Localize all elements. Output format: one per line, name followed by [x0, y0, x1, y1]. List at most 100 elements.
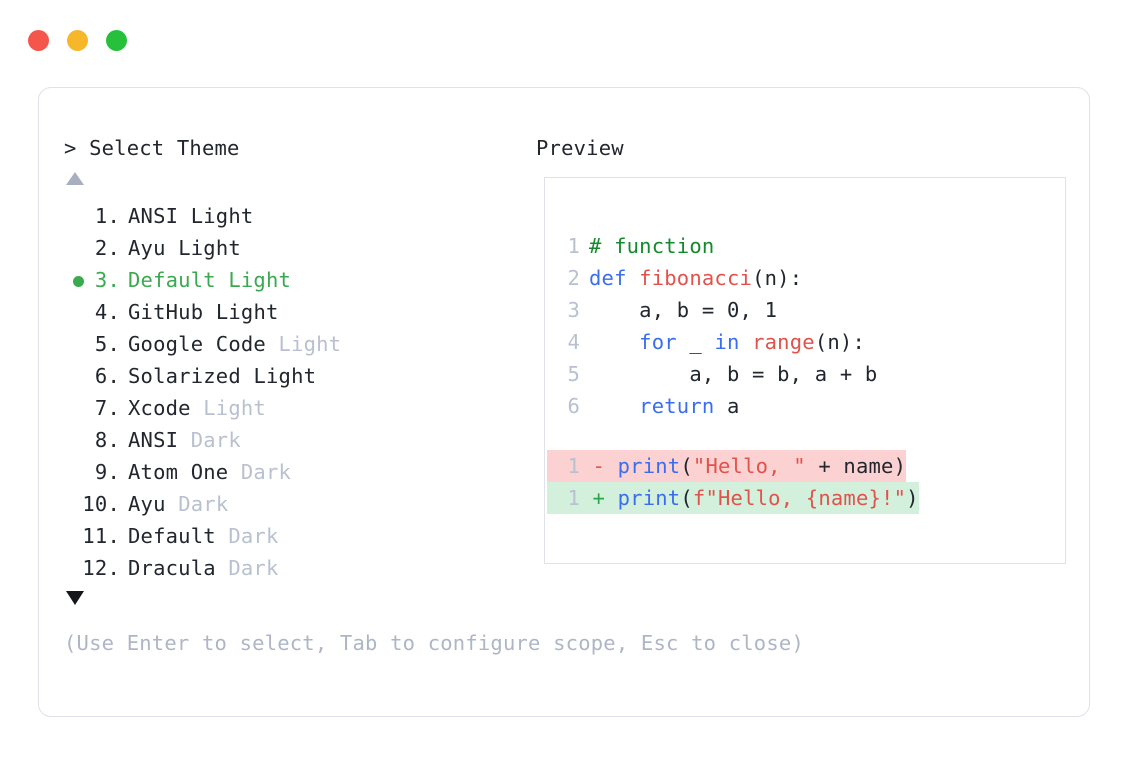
line-number: 5: [567, 362, 580, 386]
code-line-text: a, b = 0, 1: [580, 298, 777, 322]
theme-item-spacer: [216, 268, 229, 292]
theme-item-spacer: [241, 364, 254, 388]
code-line: 6 return a: [558, 390, 1061, 422]
theme-item-variant: Dark: [228, 524, 279, 548]
theme-list-item[interactable]: 1.ANSI Light: [64, 200, 519, 232]
diff-marker-gap-2: [605, 454, 618, 478]
window-controls: [28, 30, 127, 51]
theme-item-index: 12.: [82, 556, 120, 580]
theme-item-index: 8.: [94, 428, 120, 452]
code-token: # function: [589, 234, 715, 258]
code-token: range: [752, 330, 815, 354]
scroll-down-icon[interactable]: [66, 591, 84, 605]
code-token: _: [676, 330, 715, 354]
theme-item-index: 2.: [94, 236, 120, 260]
line-number: 3: [567, 298, 580, 322]
theme-list-item[interactable]: 5.Google Code Light: [64, 328, 519, 360]
code-token: "Hello, ": [692, 454, 806, 478]
code-line: 1# function: [558, 230, 1061, 262]
code-line-text: # function: [580, 234, 714, 258]
theme-item-variant: Dark: [178, 492, 229, 516]
theme-list-item[interactable]: 3.Default Light: [64, 264, 519, 296]
close-window-button[interactable]: [28, 30, 49, 51]
line-number: 1: [567, 454, 580, 478]
theme-item-spacer: [216, 556, 229, 580]
theme-item-name: Solarized: [128, 364, 241, 388]
theme-list-item[interactable]: 10.Ayu Dark: [64, 488, 519, 520]
theme-item-spacer: [166, 492, 179, 516]
theme-item-index: 5.: [94, 332, 120, 356]
code-token: ): [906, 486, 919, 510]
theme-list-item[interactable]: 6. Solarized Light: [64, 360, 519, 392]
code-token: return: [639, 394, 715, 418]
theme-item-name: Default: [128, 268, 216, 292]
code-token: a, b = b, a + b: [589, 362, 878, 386]
theme-item-name: Default: [128, 524, 216, 548]
diff-marker-gap-2: [605, 486, 618, 510]
theme-item-variant: Light: [253, 364, 317, 388]
theme-item-spacer: [178, 428, 191, 452]
theme-list-item[interactable]: 11. Default Dark: [64, 520, 519, 552]
theme-item-variant: Light: [215, 300, 279, 324]
code-token: + name): [805, 454, 907, 478]
keyboard-hint: (Use Enter to select, Tab to configure s…: [64, 631, 804, 655]
theme-item-spacer: [166, 236, 179, 260]
theme-item-index: 7.: [94, 396, 120, 420]
theme-item-spacer: [191, 396, 204, 420]
code-token: def: [589, 266, 640, 290]
code-token: a: [714, 394, 740, 418]
theme-item-variant: Dark: [240, 460, 292, 484]
diff-line-removed: 1 - print("Hello, " + name): [547, 450, 907, 482]
theme-list-item[interactable]: 12.Dracula Dark: [64, 552, 519, 584]
theme-item-variant: Light: [228, 268, 292, 292]
theme-list-item[interactable]: 8.ANSI Dark: [64, 424, 519, 456]
diff-marker: +: [592, 486, 606, 510]
maximize-window-button[interactable]: [106, 30, 127, 51]
code-token: (: [680, 454, 693, 478]
selected-bullet-icon: [73, 276, 84, 287]
diff-marker-gap: [580, 486, 593, 510]
theme-list-item[interactable]: 4.GitHub Light: [64, 296, 519, 328]
minimize-window-button[interactable]: [67, 30, 88, 51]
page-title: > Select Theme: [64, 136, 240, 160]
scroll-up-icon[interactable]: [66, 172, 84, 185]
theme-list-item[interactable]: 2.Ayu Light: [64, 232, 519, 264]
prompt-marker: >: [64, 136, 90, 160]
theme-item-name: GitHub: [128, 300, 204, 324]
theme-list-item[interactable]: 9.Atom One Dark: [64, 456, 519, 488]
code-token: print: [617, 454, 681, 478]
theme-list-item[interactable]: 7.Xcode Light: [64, 392, 519, 424]
code-line-text: return a: [580, 394, 740, 418]
line-number: 1: [567, 486, 580, 510]
code-token: [740, 330, 753, 354]
code-token: (n):: [752, 266, 803, 290]
theme-item-index: 10.: [82, 492, 120, 516]
diff-line-text: print(f"Hello, {name}!"): [618, 486, 919, 510]
code-line-text: def fibonacci(n):: [580, 266, 802, 290]
theme-item-index: 6.: [94, 364, 120, 388]
line-number: 4: [567, 330, 580, 354]
theme-item-name: Google Code: [128, 332, 266, 356]
diff-line-added: 1 + print(f"Hello, {name}!"): [547, 482, 919, 514]
theme-item-name: ANSI: [128, 204, 179, 228]
code-line: 3 a, b = 0, 1: [558, 294, 1061, 326]
theme-item-name: Ayu: [128, 236, 166, 260]
code-token: in: [714, 330, 740, 354]
theme-item-index: 9.: [94, 460, 120, 484]
prompt-title: Select Theme: [89, 136, 240, 160]
preview-title: Preview: [536, 136, 624, 160]
theme-item-index: 11.: [82, 524, 120, 548]
theme-item-spacer: [203, 300, 216, 324]
theme-item-spacer: [216, 524, 229, 548]
theme-item-spacer: [266, 332, 279, 356]
code-line: 4 for _ in range(n):: [558, 326, 1061, 358]
diff-marker: -: [592, 454, 606, 478]
theme-item-variant: Light: [190, 204, 254, 228]
code-token: (n):: [814, 330, 865, 354]
